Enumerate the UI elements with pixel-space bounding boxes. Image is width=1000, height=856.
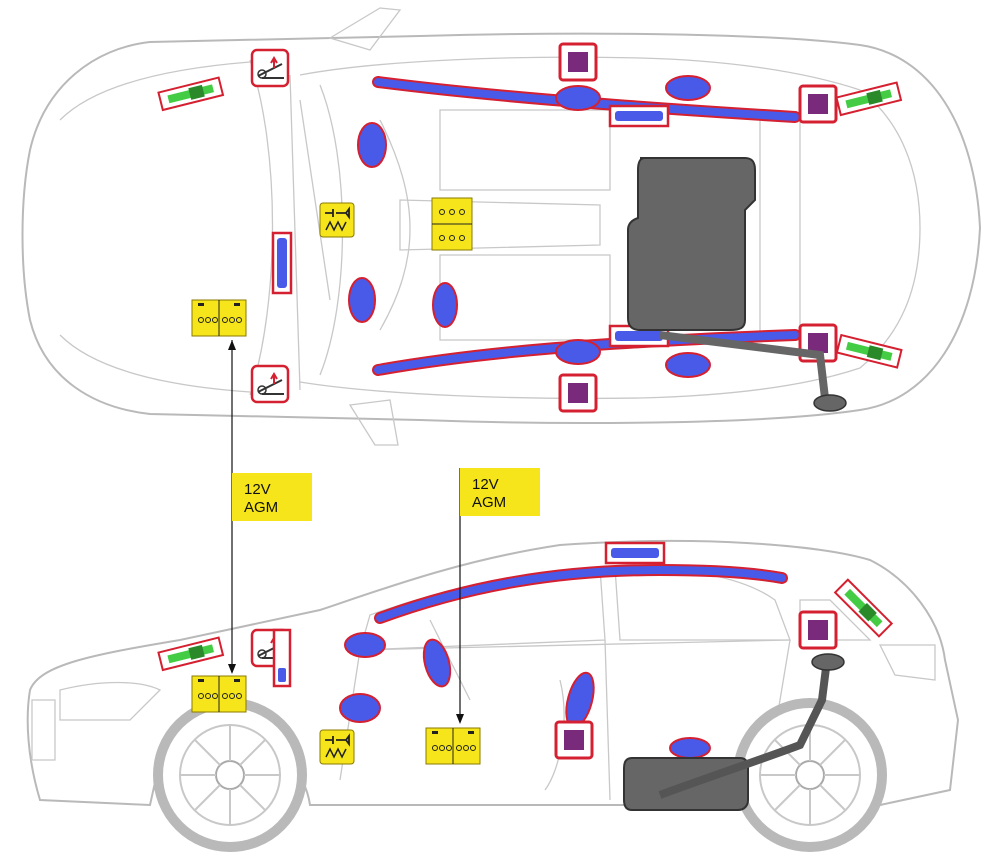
mirror-bottom [348,399,399,446]
battery-callout-rear-line1: 12V [472,476,499,493]
seat-belt-tensioner-icon [835,333,903,369]
crash-sensor-icon [558,373,598,413]
airbag-rear-seat [669,737,711,759]
battery-callout-front-line2: AGM [244,499,278,516]
gas-generator-icon [271,231,293,295]
airbag-side-rear-left [665,75,711,101]
front-wheel [153,698,307,852]
top-view [21,7,982,446]
fuel-tank-icon [627,157,756,331]
active-bonnet-icon [250,48,290,88]
battery-callout-rear-line2: AGM [472,494,506,511]
crash-sensor-icon [554,720,594,760]
gas-generator-icon [272,628,292,688]
seat-belt-tensioner-icon [157,636,225,672]
active-bonnet-icon [250,364,290,404]
airbag-dash-passenger [422,638,452,688]
airbag-module-icon [319,729,355,765]
battery-icon [431,197,473,251]
battery-icon [425,727,481,765]
battery-icon [191,299,247,337]
airbag-knee-side [339,693,381,723]
gas-generator-icon [608,104,670,128]
crash-sensor-icon [798,84,838,124]
seat-belt-tensioner-icon [157,76,225,112]
battery-callout-rear: 12V AGM [456,468,540,724]
battery-icon [191,675,247,713]
seat-belt-tensioner-icon [835,81,903,117]
airbag-side-front-right [555,339,601,365]
mirror-top [328,7,402,51]
airbag-module-icon [319,202,355,238]
airbag-passenger-front [348,277,376,323]
crash-sensor-icon [558,42,598,82]
airbag-side-front-left [555,85,601,111]
battery-callout-front: 12V AGM [228,340,312,674]
battery-callout-front-line1: 12V [244,481,271,498]
airbag-side-rear-right [665,352,711,378]
airbag-steering [344,632,386,658]
top-view-body-outline [21,32,982,424]
airbag-passenger-knee [432,282,458,328]
crash-sensor-icon [798,610,838,650]
seat-belt-tensioner-icon [833,578,894,638]
gas-generator-icon [604,541,666,565]
airbag-driver-knee [357,122,387,168]
